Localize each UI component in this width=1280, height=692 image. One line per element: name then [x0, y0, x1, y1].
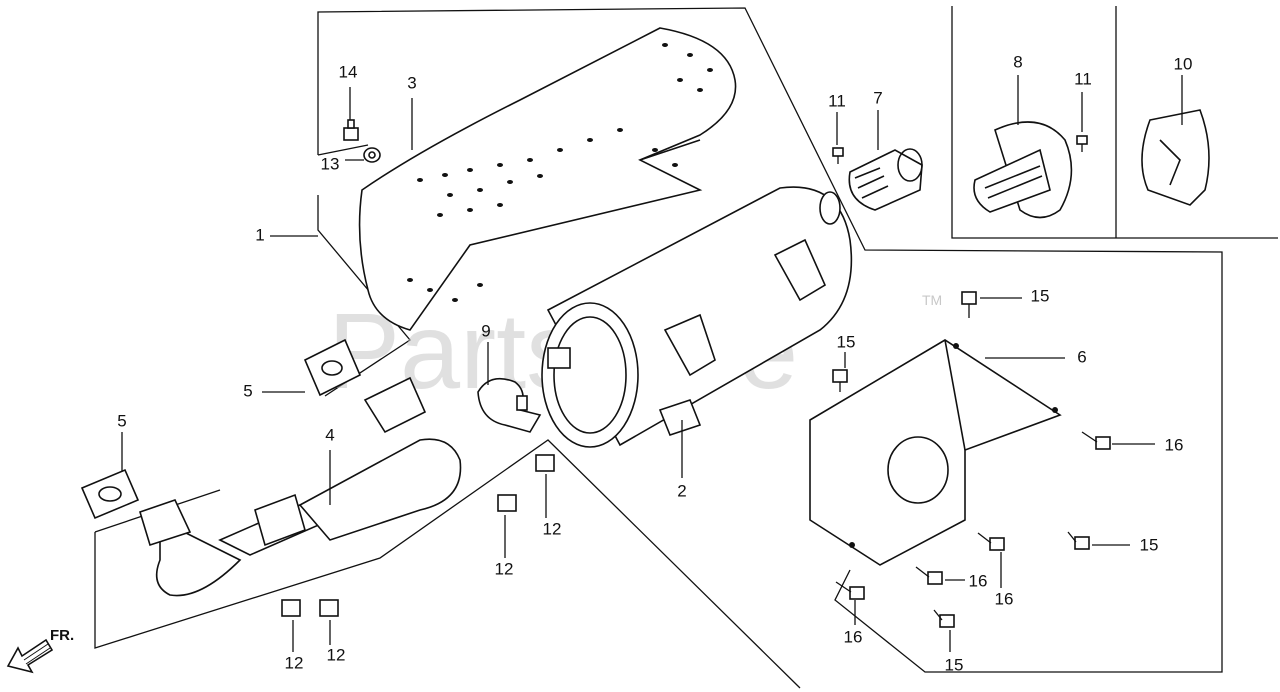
callout-4: 4	[325, 425, 334, 444]
heat-shield-part	[358, 27, 737, 331]
callout-12-c: 12	[285, 653, 304, 672]
gasket-part-upper	[303, 338, 362, 397]
bracket-part	[809, 339, 1062, 566]
callout-1: 1	[255, 225, 264, 244]
bolt-part-14	[343, 119, 359, 141]
washer-part-13	[363, 147, 381, 163]
callout-14: 14	[339, 62, 358, 81]
clamp-part	[477, 377, 542, 433]
callout-12-b: 12	[495, 559, 514, 578]
callout-10: 10	[1174, 54, 1193, 73]
bolt-part-16c	[977, 532, 1005, 551]
front-direction-indicator: FR.	[6, 627, 74, 674]
callout-8: 8	[1013, 52, 1022, 71]
callout-3: 3	[407, 73, 416, 92]
leader-lines	[121, 75, 1183, 652]
screen-assembly-part	[973, 121, 1073, 219]
callout-7: 7	[873, 88, 882, 107]
callout-11-b: 11	[1074, 69, 1092, 88]
muffler-part	[541, 186, 853, 448]
bolt-part-15b	[832, 369, 848, 392]
callout-labels: 1 2 3 4 5 5 6 7 8 9 10 11 11 12 12 12 12…	[117, 52, 1192, 674]
deflector-part	[1141, 109, 1210, 206]
bolt-part-15c	[1067, 531, 1090, 550]
bolt-part-15d	[933, 609, 955, 628]
callout-16-b: 16	[969, 571, 988, 590]
trademark-mark: TM	[922, 292, 942, 308]
bolt-part-16b	[915, 566, 943, 585]
front-direction-label: FR.	[50, 627, 74, 644]
bolt-part-15a	[961, 291, 977, 318]
callout-12-a: 12	[543, 519, 562, 538]
callout-5-lower: 5	[117, 411, 126, 430]
hardware-parts	[281, 119, 1111, 628]
callout-11-a: 11	[828, 91, 846, 110]
nut-part-12a	[535, 454, 555, 472]
callout-15-d: 15	[945, 655, 964, 674]
callout-9: 9	[481, 321, 490, 340]
callout-5-upper: 5	[243, 381, 252, 400]
callout-16-a: 16	[1165, 435, 1184, 454]
callout-12-d: 12	[327, 645, 346, 664]
nut-part-12d	[319, 599, 339, 617]
callout-16-d: 16	[844, 627, 863, 646]
screw-part-11b	[1076, 135, 1088, 152]
nut-part-12c	[281, 599, 301, 617]
spark-arrester-part	[848, 148, 923, 211]
gasket-part-lower	[80, 468, 140, 520]
callout-16-c: 16	[995, 589, 1014, 608]
bolt-part-16d	[835, 581, 865, 600]
callout-15-c: 15	[1140, 535, 1159, 554]
callout-15-a: 15	[1031, 286, 1050, 305]
nut-part-12b	[497, 494, 517, 512]
callout-6: 6	[1077, 347, 1086, 366]
callout-15-b: 15	[837, 332, 856, 351]
exhaust-pipe-part	[139, 376, 462, 597]
callout-2: 2	[677, 481, 686, 500]
bolt-part-16a	[1081, 431, 1111, 450]
callout-13: 13	[321, 154, 340, 173]
screw-part-11a	[832, 147, 844, 164]
